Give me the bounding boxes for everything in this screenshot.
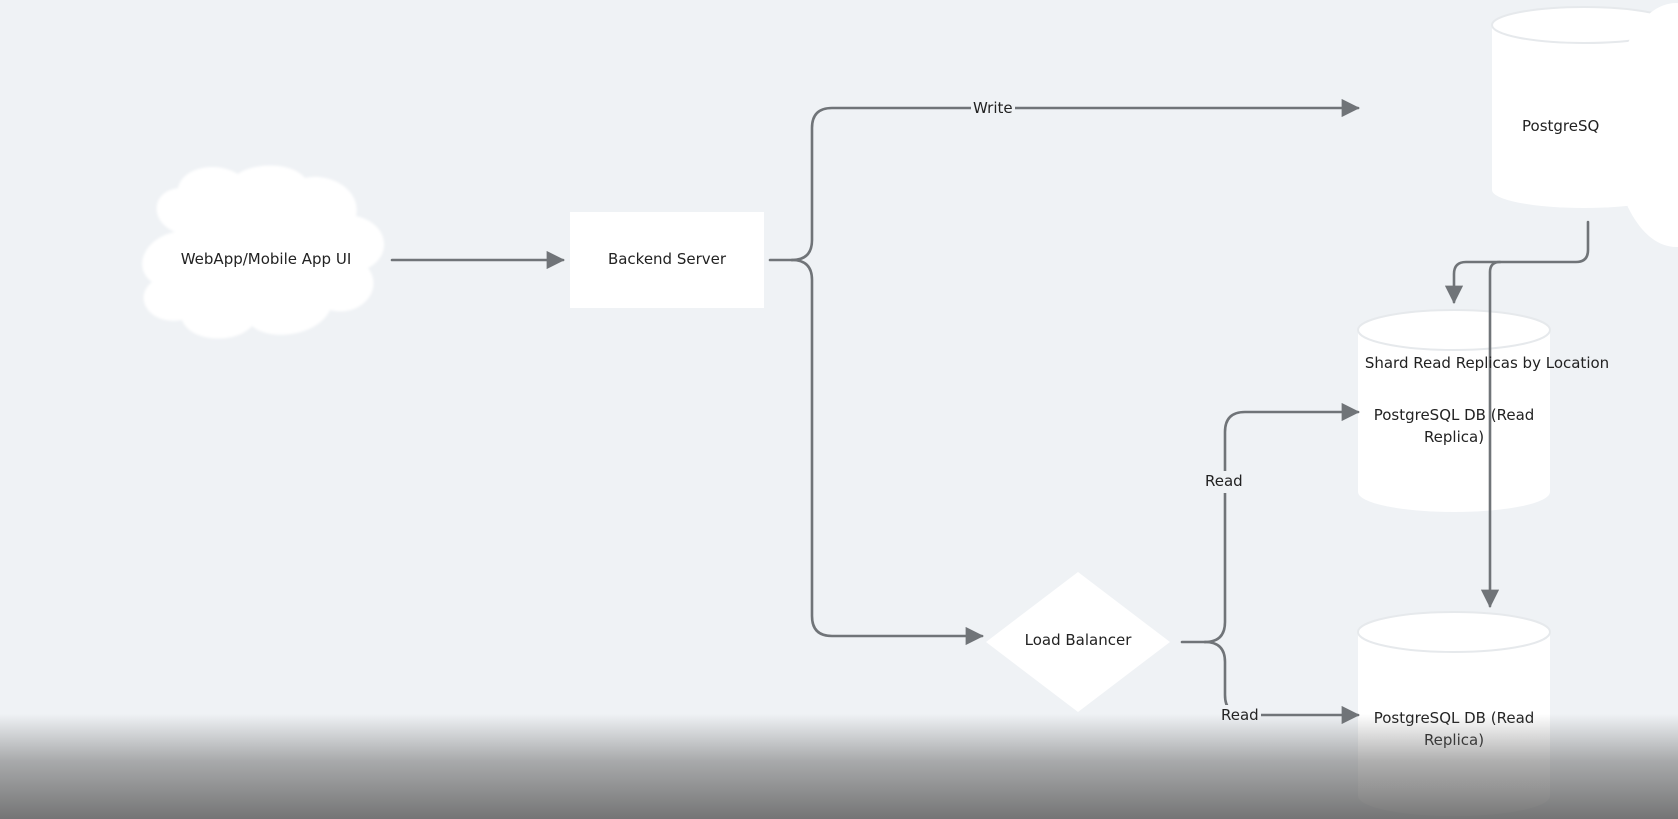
replica-1-cylinder[interactable] [1357,309,1551,512]
backend-to-load-balancer-connector [790,258,984,646]
primary-db-cylinder[interactable] [1491,3,1678,247]
load-balancer-label: Load Balancer [1024,631,1132,649]
replica-group-label: Shard Read Replicas by Location [1364,354,1610,372]
primary-to-replica-2-connector [1480,260,1502,608]
client-cloud-shape[interactable] [142,165,385,339]
backend-label: Backend Server [607,250,727,268]
backend-server-box[interactable] [570,212,764,308]
write-edge-label: Write [971,98,1015,120]
write-connector [790,98,1360,262]
read-2-edge-label: Read [1219,705,1261,727]
replica-1-label: PostgreSQL DB (Read Replica) [1373,406,1535,446]
read-1-connector [1203,402,1360,644]
load-balancer-diamond[interactable] [986,572,1170,712]
read-1-edge-label: Read [1203,471,1245,493]
primary-db-label: PostgreSQ [1522,117,1600,135]
client-label: WebApp/Mobile App UI [180,250,352,268]
primary-to-replica-1-connector [1444,220,1590,304]
replica-2-label: PostgreSQL DB (Read Replica) [1373,709,1535,749]
